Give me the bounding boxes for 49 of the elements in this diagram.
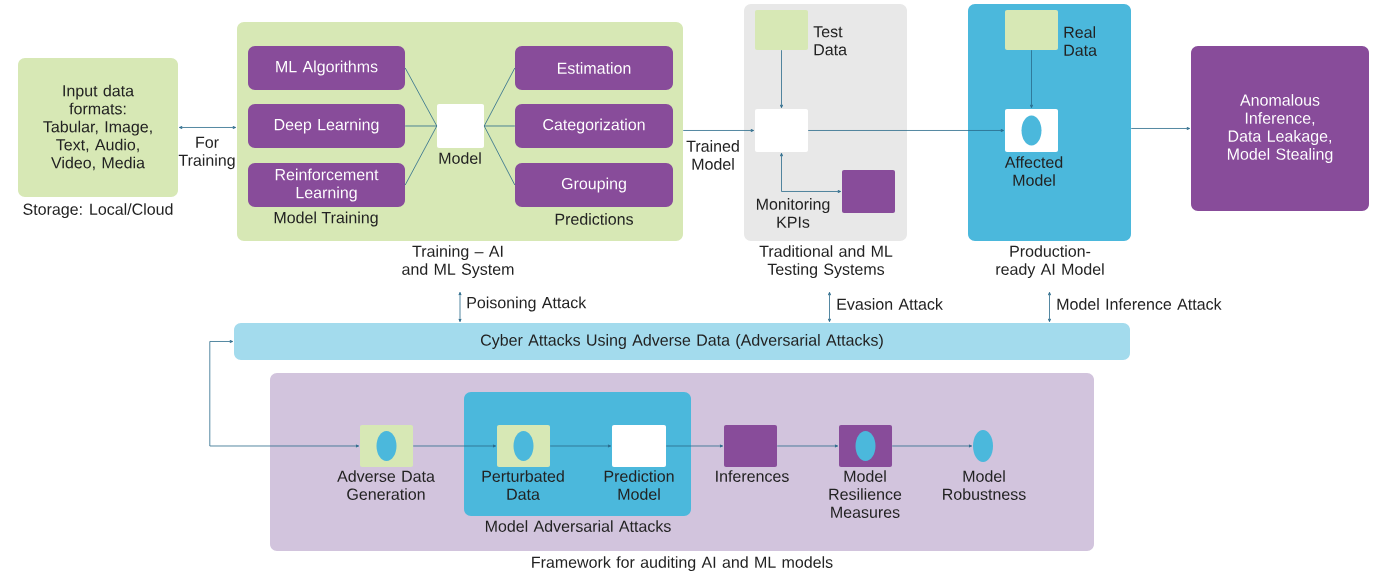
caption-text: Storage: Local/Cloud: [23, 203, 173, 219]
arrow: [1048, 291, 1051, 323]
arrow: [665, 444, 724, 448]
empty-box: [755, 109, 808, 152]
arrow: [891, 444, 973, 448]
arrow: [178, 126, 237, 129]
node-label: Real Data: [1064, 26, 1097, 56]
node-label: Perturbated Data: [482, 470, 564, 500]
arrow: [776, 444, 839, 448]
edge-label: Trained Model: [686, 140, 739, 170]
arrow: [780, 49, 783, 109]
edge-label: Evasion Attack: [837, 298, 943, 310]
edge-label: Monitoring KPIs: [756, 198, 830, 228]
arrow: [807, 129, 1005, 132]
node-label: Production-ready AI Model: [996, 245, 1104, 279]
empty-box: [842, 170, 895, 213]
arrow: [458, 291, 462, 323]
node-label: Inferences: [716, 470, 789, 482]
process-box: Grouping: [515, 163, 673, 207]
arrow: [682, 129, 755, 132]
process-box: Reinforcement Learning: [248, 163, 405, 207]
node-label: Traditional and ML Testing Systems: [759, 245, 893, 279]
node-label: Model Adversarial Attacks: [485, 520, 671, 532]
arrow: [780, 152, 842, 193]
process-box: Estimation: [515, 46, 673, 90]
process-box: ML Algorithms: [248, 46, 405, 90]
process-box: Categorization: [515, 104, 673, 148]
node-label: Framework for auditing AI and ML models: [532, 556, 833, 572]
process-box: Input data formats: Tabular, Image, Text, Audio, Video, Media: [18, 58, 178, 197]
node-label: Model Robustness: [943, 470, 1026, 500]
node-label: Prediction Model: [604, 470, 674, 500]
arrow: [549, 444, 612, 448]
process-box: Anomalous Inference, Data Leakage, Model Stealing: [1191, 46, 1369, 211]
node-label: Test Data: [813, 26, 847, 56]
arrow: [1030, 49, 1033, 109]
arrow: [1130, 127, 1191, 130]
node-label: Model: [439, 152, 481, 164]
process-box: Deep Learning: [248, 104, 405, 148]
arrow: [209, 340, 360, 448]
process-box: Cyber Attacks Using Adverse Data (Adversarial Attacks): [234, 323, 1130, 360]
node-label: Adverse Data Generation: [337, 470, 435, 500]
arrow: [412, 444, 497, 448]
edge-label: For Training: [178, 136, 235, 170]
node-label: Training – AI and ML System: [402, 245, 514, 279]
edge-label: Poisoning Attack: [467, 296, 587, 312]
edge-label: Model Inference Attack: [1057, 298, 1222, 310]
node-label: Model Resilience Measures: [829, 470, 902, 518]
node-label: Affected Model: [1004, 156, 1063, 186]
arrow: [828, 291, 831, 323]
